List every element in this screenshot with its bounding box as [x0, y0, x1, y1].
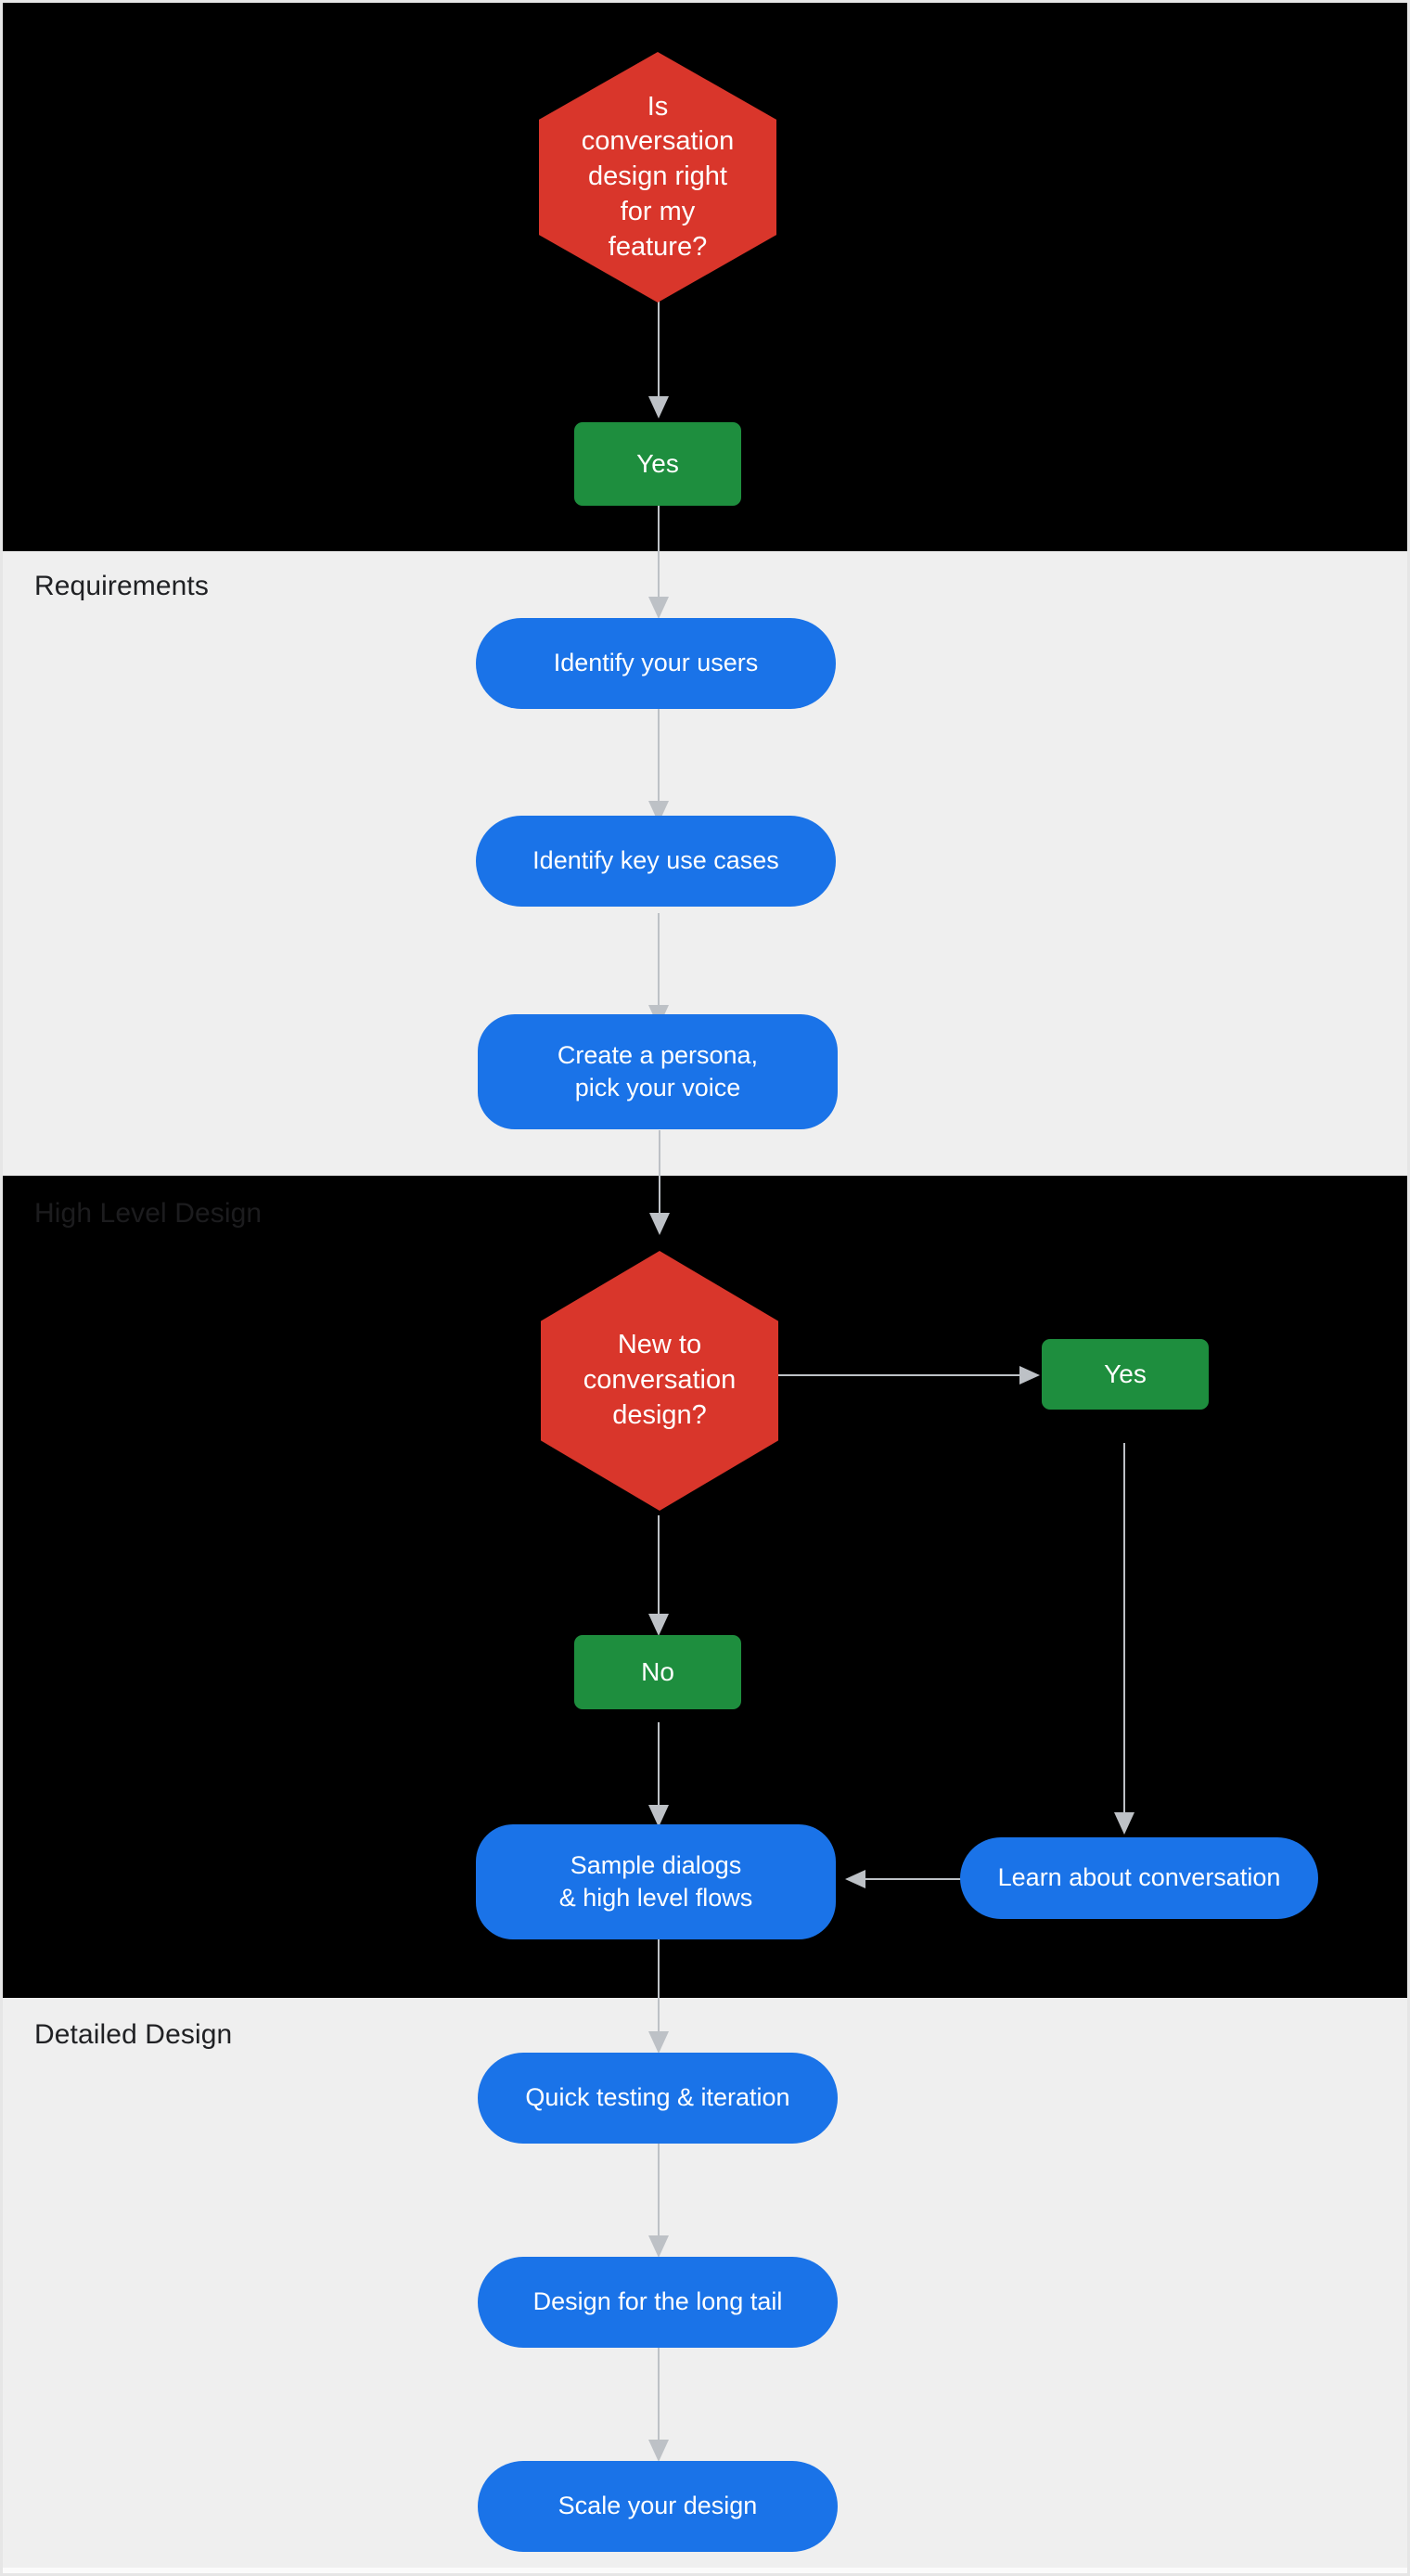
- connector-users-to-usecases: [658, 709, 660, 818]
- connector-long-tail-to-scale-arrow: [648, 2440, 669, 2462]
- step-sample-dialogs[interactable]: Sample dialogs & high level flows: [476, 1824, 836, 1939]
- step-create-a-persona-label-line2: pick your voice: [574, 1074, 741, 1101]
- section-label-detailed-design: Detailed Design: [34, 2019, 233, 2050]
- decision-is-conversation-design-right-label: Is conversation design right for my feat…: [581, 91, 735, 262]
- step-sample-dialogs-label-line2: & high level flows: [558, 1884, 753, 1912]
- connector-persona-to-decision2: [659, 1130, 660, 1232]
- step-identify-key-use-cases[interactable]: Identify key use cases: [476, 816, 836, 907]
- connector-yes-to-identify-users: [658, 505, 660, 614]
- connector-decision2-to-yes-mid: [778, 1374, 1027, 1376]
- section-label-high-level-design: High Level Design: [34, 1198, 263, 1229]
- step-learn-about-conversation-label: Learn about conversation: [997, 1863, 1281, 1892]
- connector-testing-to-long-tail-arrow: [648, 2235, 669, 2258]
- answer-yes-top-label: Yes: [636, 448, 679, 478]
- answer-yes-mid-label: Yes: [1104, 1359, 1147, 1388]
- connector-decision2-to-no: [658, 1515, 660, 1619]
- step-scale-your-design[interactable]: Scale your design: [478, 2461, 838, 2552]
- connector-learn-to-sample-dialogs-arrow: [845, 1870, 865, 1888]
- step-design-for-the-long-tail-label: Design for the long tail: [532, 2287, 783, 2316]
- connector-decision1-to-yes-arrow: [648, 396, 669, 419]
- answer-no-mid-label: No: [641, 1656, 674, 1686]
- step-quick-testing-iteration[interactable]: Quick testing & iteration: [478, 2053, 838, 2144]
- step-create-a-persona-label-line1: Create a persona,: [557, 1040, 759, 1069]
- connector-yes-mid-to-learn-arrow: [1114, 1812, 1134, 1835]
- step-quick-testing-iteration-label: Quick testing & iteration: [525, 2083, 790, 2112]
- step-design-for-the-long-tail[interactable]: Design for the long tail: [478, 2257, 838, 2348]
- step-identify-your-users-label: Identify your users: [553, 649, 759, 677]
- bottom-edge-strip: [3, 2568, 1407, 2573]
- connector-long-tail-to-scale: [658, 2348, 660, 2457]
- connector-sample-dialogs-to-testing: [658, 1939, 660, 2049]
- step-identify-your-users[interactable]: Identify your users: [476, 618, 836, 709]
- connector-yes-mid-to-learn: [1123, 1443, 1125, 1825]
- step-identify-key-use-cases-label: Identify key use cases: [532, 846, 779, 875]
- connector-testing-to-long-tail: [658, 2144, 660, 2253]
- step-scale-your-design-label: Scale your design: [558, 2492, 758, 2520]
- answer-yes-mid[interactable]: Yes: [1042, 1339, 1209, 1410]
- connector-learn-to-sample-dialogs: [865, 1878, 963, 1880]
- connector-decision1-to-yes: [658, 302, 660, 402]
- connector-decision2-to-no-arrow: [648, 1614, 669, 1636]
- step-sample-dialogs-label-line1: Sample dialogs: [570, 1850, 742, 1879]
- connector-usecases-to-persona: [658, 913, 660, 1023]
- connector-no-to-sample-dialogs: [658, 1722, 660, 1819]
- step-learn-about-conversation[interactable]: Learn about conversation: [960, 1837, 1318, 1919]
- section-label-requirements: Requirements: [34, 571, 209, 601]
- answer-no-mid[interactable]: No: [574, 1635, 741, 1709]
- answer-yes-top[interactable]: Yes: [574, 422, 741, 506]
- connector-persona-to-decision2-arrow: [649, 1213, 670, 1235]
- connector-decision2-to-yes-mid-arrow: [1019, 1366, 1040, 1385]
- connector-no-to-sample-dialogs-arrow: [648, 1805, 669, 1827]
- step-create-a-persona[interactable]: Create a persona, pick your voice: [478, 1014, 838, 1129]
- connector-yes-to-identify-users-arrow: [648, 597, 669, 619]
- connector-sample-dialogs-to-testing-arrow: [648, 2031, 669, 2054]
- decision-new-to-conversation-design-label: New to conversation design?: [583, 1330, 737, 1430]
